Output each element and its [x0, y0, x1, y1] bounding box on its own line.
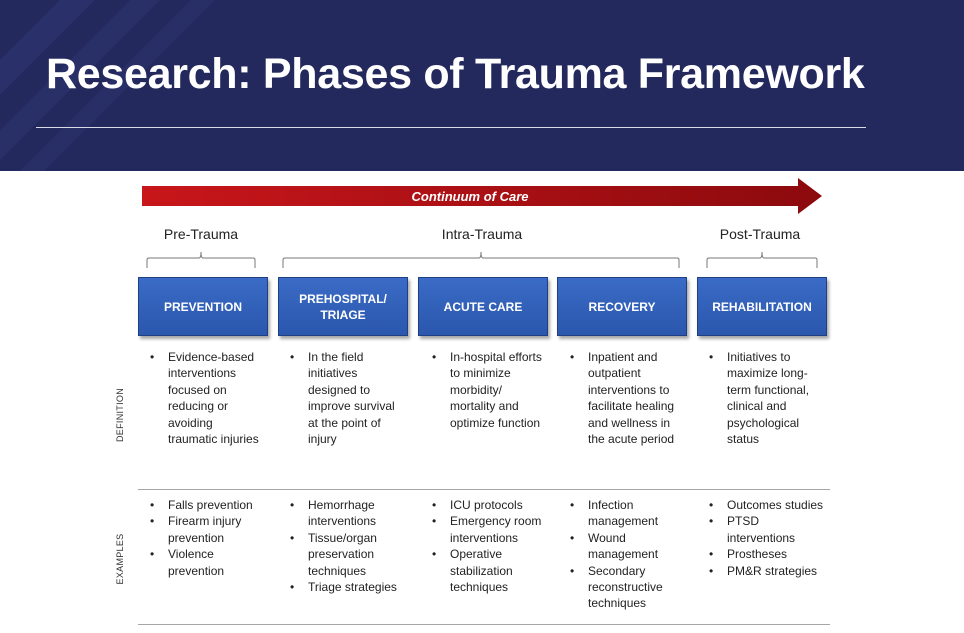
pre-trauma-brace — [146, 251, 256, 268]
examples-recovery: Infection management Wound management Se… — [566, 497, 690, 612]
row-divider — [138, 489, 830, 490]
title-underline — [36, 127, 866, 128]
example-item: Hemorrhage interventions — [286, 497, 402, 530]
table-bottom-line — [138, 624, 830, 625]
examples-rehabilitation: Outcomes studies PTSD interventions Pros… — [705, 497, 825, 579]
phase-post-trauma: Post-Trauma — [719, 226, 801, 242]
example-item: ICU protocols — [428, 497, 546, 514]
page-title: Research: Phases of Trauma Framework — [46, 50, 865, 98]
row-label-definition: DEFINITION — [115, 388, 125, 442]
stage-prevention: PREVENTION — [138, 277, 268, 336]
stage-prehospital-triage: PREHOSPITAL/ TRIAGE — [278, 277, 408, 336]
example-item: Wound management — [566, 530, 690, 563]
continuum-arrow — [142, 178, 822, 214]
definition-rehabilitation: Initiatives to maximize long-term functi… — [705, 349, 827, 447]
example-item: Firearm injury prevention — [146, 513, 266, 546]
stage-rehabilitation: REHABILITATION — [697, 277, 827, 336]
example-item: Emergency room interventions — [428, 513, 546, 546]
example-item: PTSD interventions — [705, 513, 825, 546]
example-item: Prostheses — [705, 546, 825, 563]
example-item: Tissue/organ preservation techniques — [286, 530, 402, 579]
phase-intra-trauma: Intra-Trauma — [441, 226, 523, 242]
definition-acute-care: In-hospital efforts to minimize morbidit… — [428, 349, 550, 431]
intra-trauma-brace — [282, 251, 680, 268]
phase-pre-trauma: Pre-Trauma — [163, 226, 239, 242]
example-item: Operative stabilization techniques — [428, 546, 546, 595]
title-banner: Research: Phases of Trauma Framework — [0, 0, 964, 171]
stage-recovery: RECOVERY — [557, 277, 687, 336]
definition-item: In the field initiatives designed to imp… — [286, 349, 408, 447]
examples-prehospital: Hemorrhage interventions Tissue/organ pr… — [286, 497, 402, 596]
continuum-label: Continuum of Care — [411, 189, 529, 204]
definition-item: Inpatient and outpatient interventions t… — [566, 349, 690, 447]
example-item: PM&R strategies — [705, 563, 825, 580]
definition-item: Evidence-based interventions focused on … — [146, 349, 264, 447]
example-item: Infection management — [566, 497, 690, 530]
definition-item: In-hospital efforts to minimize morbidit… — [428, 349, 550, 431]
definition-item: Initiatives to maximize long-term functi… — [705, 349, 827, 447]
definition-recovery: Inpatient and outpatient interventions t… — [566, 349, 690, 447]
definition-prehospital: In the field initiatives designed to imp… — [286, 349, 408, 447]
example-item: Outcomes studies — [705, 497, 825, 514]
decorative-stripes — [0, 0, 215, 171]
row-label-examples: EXAMPLES — [115, 533, 125, 585]
example-item: Falls prevention — [146, 497, 266, 514]
example-item: Violence prevention — [146, 546, 266, 579]
example-item: Triage strategies — [286, 579, 402, 596]
stage-acute-care: ACUTE CARE — [418, 277, 548, 336]
definition-prevention: Evidence-based interventions focused on … — [146, 349, 264, 447]
post-trauma-brace — [706, 251, 818, 268]
examples-prevention: Falls prevention Firearm injury preventi… — [146, 497, 266, 579]
examples-acute-care: ICU protocols Emergency room interventio… — [428, 497, 546, 595]
example-item: Secondary reconstructive techniques — [566, 563, 690, 612]
